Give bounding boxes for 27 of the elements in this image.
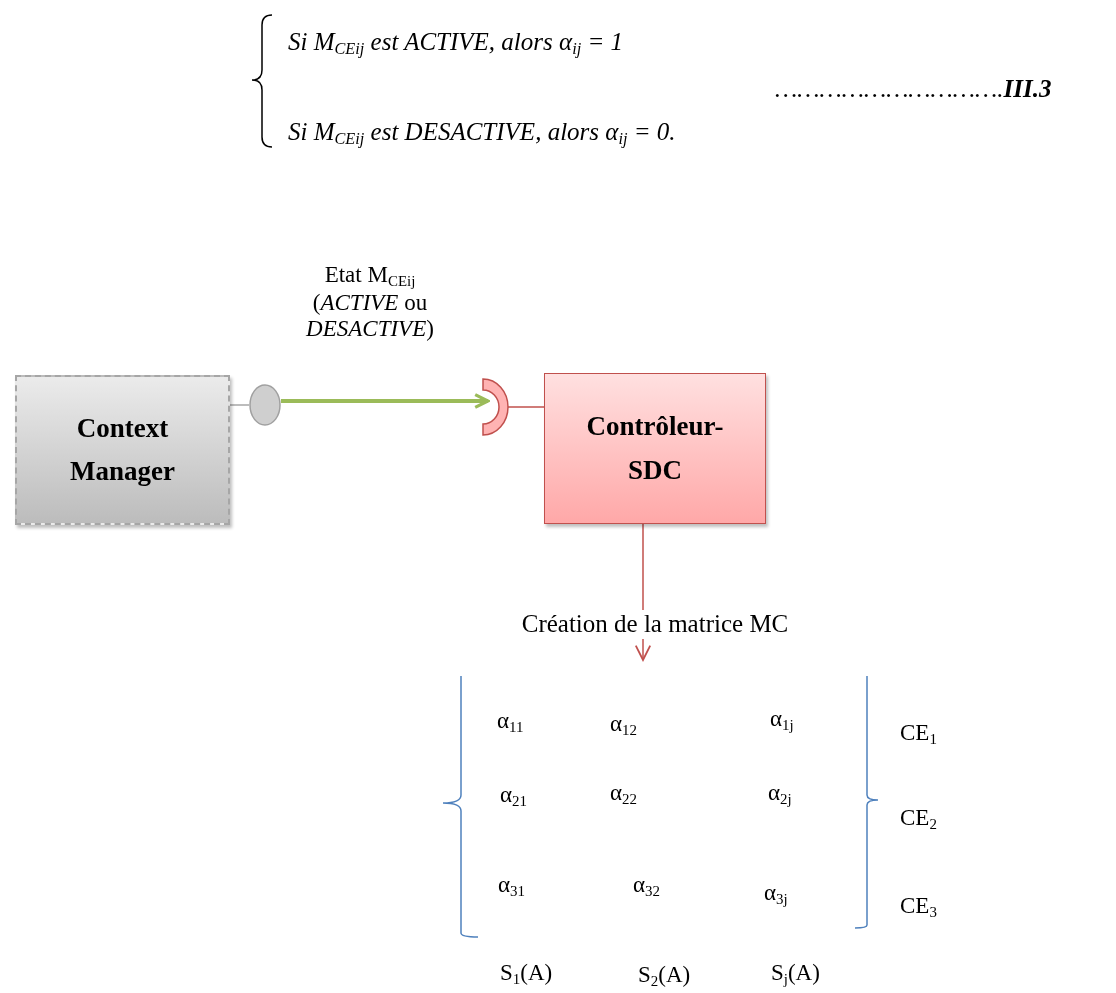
component-box bbox=[544, 373, 766, 524]
matrix-entry: α$_{11}$ bbox=[497, 708, 524, 736]
matrix-entry: S$_{j}$(A) bbox=[771, 960, 820, 988]
matrix-entry: S$_{2}$(A) bbox=[638, 962, 691, 990]
matrix-entry: α$_{1j}$ bbox=[770, 706, 794, 734]
matrix-entry: S$_{1}$(A) bbox=[500, 960, 553, 988]
matrix-entry: α$_{21}$ bbox=[500, 782, 527, 810]
matrix-entry: α$_{32}$ bbox=[633, 872, 660, 900]
component-name: Contrôleur-SDC bbox=[585, 410, 725, 487]
connector-line bbox=[507, 406, 545, 408]
matrix-entry: α$_{22}$ bbox=[610, 780, 637, 808]
matrix-entry: α$_{31}$ bbox=[498, 872, 525, 900]
interface-lollipop bbox=[249, 384, 281, 426]
component-name: Context Manager bbox=[69, 411, 176, 488]
component-box bbox=[15, 375, 230, 525]
matrix-entry: α$_{2j}$ bbox=[768, 780, 792, 808]
matrix-entry: CE$_{3}$ bbox=[900, 893, 937, 921]
arrow bbox=[281, 393, 490, 409]
matrix-entry: α$_{12}$ bbox=[610, 711, 637, 739]
matrix-entry: α$_{3j}$ bbox=[764, 880, 788, 908]
equation-line: Si M$_{CEij}$ est ACTIVE, alors α$_{ij}$ = 1 bbox=[288, 28, 624, 60]
connector-line bbox=[229, 404, 250, 406]
equation-number: ………………………….III.3 bbox=[775, 75, 1052, 103]
matrix-entry: CE$_{2}$ bbox=[900, 805, 937, 833]
matrix-entry: CE$_{1}$ bbox=[900, 720, 937, 748]
interface-socket bbox=[482, 378, 508, 436]
equation-line: Si M$_{CEij}$ est DESACTIVE, alors α$_{ij}$ = 0. bbox=[288, 118, 676, 150]
